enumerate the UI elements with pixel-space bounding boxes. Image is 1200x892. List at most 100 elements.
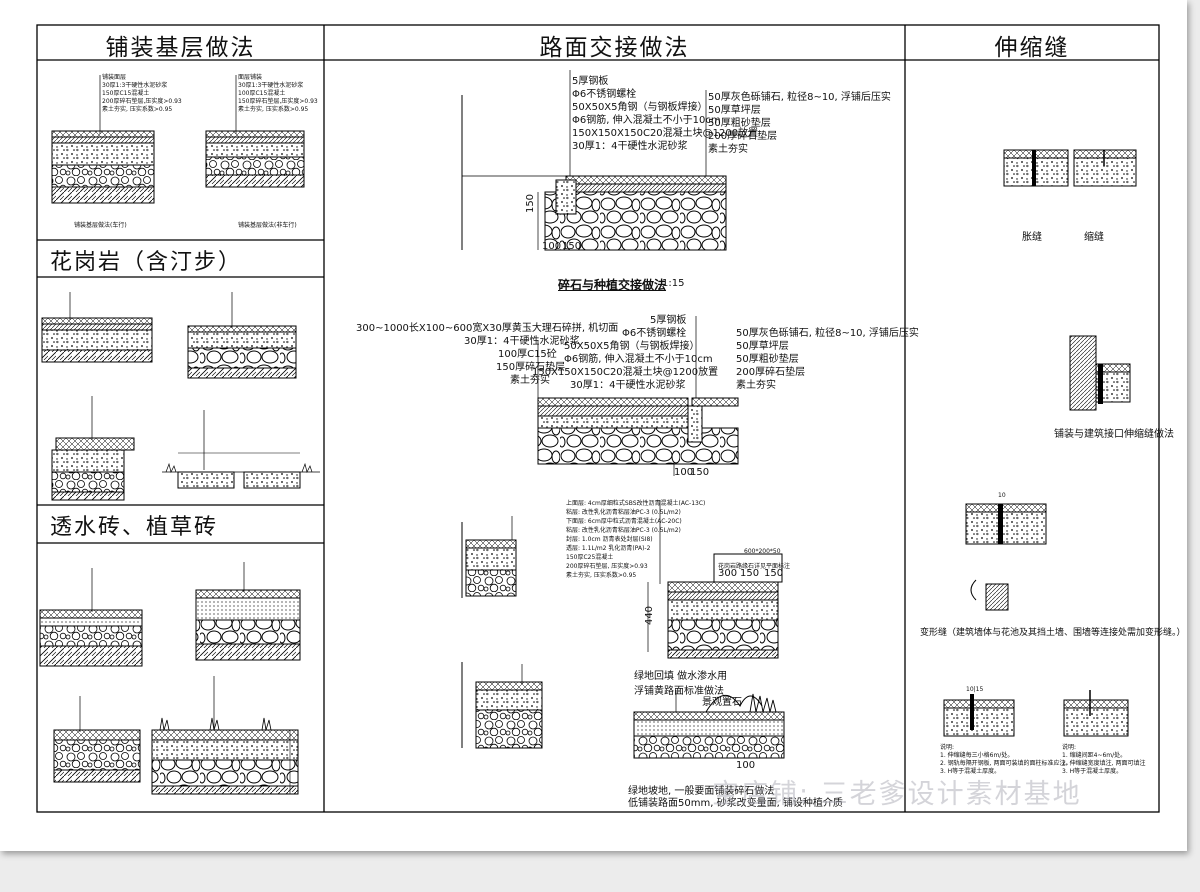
label-b-right-3: 200厚碎石垫层 xyxy=(736,367,806,378)
dim-c-box-top: 600*200*50 xyxy=(744,548,781,555)
detail-stepping-stone xyxy=(162,410,320,489)
label-base-right-1: 30厚1:3干硬性水泥砂浆 xyxy=(238,82,304,89)
detail-permeable-1 xyxy=(39,568,143,667)
detail-marble-planting xyxy=(537,316,739,476)
detail-permeable-2 xyxy=(195,562,301,661)
label-a-right-1: 50厚草坪层 xyxy=(708,105,761,116)
dim-c-2: 150 xyxy=(740,568,760,579)
label-base-right-0: 面层铺装 xyxy=(238,74,263,81)
label-b-right-1: 50厚草坪层 xyxy=(736,341,789,352)
dim-a-height: 150 xyxy=(525,193,537,214)
label-base-left-4: 素土夯实, 压实系数>0.95 xyxy=(102,106,173,113)
label-d-stone: 景观置石 xyxy=(702,697,742,708)
dim-d: 100 xyxy=(736,760,756,771)
label-b-right-4: 素土夯实 xyxy=(736,380,776,391)
label-a-left-3: Φ6钢筋, 伸入混凝土不小于10cm xyxy=(572,115,721,126)
dim-c-1: 300 xyxy=(718,568,738,579)
label-b-mid-0: 5厚钢板 xyxy=(650,315,687,326)
detail-green-edge xyxy=(461,662,543,749)
label-b-mid-5: 30厚1：4干硬性水泥砂浆 xyxy=(570,380,686,391)
section-title-granite: 花岗岩（含汀步） xyxy=(50,250,243,275)
dim-b-width-2: 150 xyxy=(690,467,710,478)
label-a-left-2: 50X50X5角钢（与钢板焊接） xyxy=(572,102,708,113)
detail-granite-3 xyxy=(51,396,135,501)
label-b-mid-4: 150X150X150C20混凝土块@1200放置 xyxy=(532,367,719,378)
detail-grass-brick-1 xyxy=(53,696,141,783)
label-c-2: 下面层: 6cm厚中粒式沥青混凝土(AC-20C) xyxy=(566,518,682,525)
label-c-6: 150厚C25混凝土 xyxy=(566,554,614,561)
label-d-1: 浮铺黄路面标准做法 xyxy=(634,686,724,697)
caption-base-vehicle: 铺装基层做法(车行) xyxy=(74,222,127,229)
note-left-1: 1. 伸缩缝每三小格6m/处。 xyxy=(940,752,1014,759)
label-base-left-2: 150厚C15混凝土 xyxy=(102,90,150,97)
dim-col3-10: 10 xyxy=(998,492,1006,499)
detail-joint-bottom-left xyxy=(943,694,1015,737)
label-b-left-0: 300~1000长X100~600宽X30厚黄玉大理石碎拼, 机切面 xyxy=(356,323,619,334)
label-c-7: 200厚碎石垫层, 压实度>0.93 xyxy=(566,563,648,570)
label-c-8: 素土夯实, 压实系数>0.95 xyxy=(566,572,637,579)
label-base-right-4: 素土夯实, 压实系数>0.95 xyxy=(238,106,309,113)
watermark: 宝店铺: 三老爹设计素材基地 xyxy=(712,779,1082,810)
note-left-0: 说明: xyxy=(940,744,955,751)
dim-a-width-2: 150 xyxy=(562,241,582,252)
caption-shrink: 缩缝 xyxy=(1084,232,1104,243)
label-b-left-4: 素土夯实 xyxy=(510,375,550,386)
label-c-1: 粘层: 改性乳化沥青粘层油PC-3 (0.5L/m2) xyxy=(566,509,681,516)
detail-granite-1 xyxy=(41,292,153,363)
dim-c-3: 150 xyxy=(764,568,784,579)
note-left-3: 3. H等于混凝土厚度。 xyxy=(940,768,1001,775)
detail-shrink-joint xyxy=(1073,149,1137,187)
label-c-5: 透层: 1.1L/m2 乳化沥青(PA)-2 xyxy=(566,545,651,552)
label-base-left-0: 铺装面层 xyxy=(102,74,127,81)
label-a-right-4: 素土夯实 xyxy=(708,144,748,155)
header-base-layers: 铺装基层做法 xyxy=(105,35,256,61)
detail-stone-planting xyxy=(633,690,785,759)
header-pavement-junction: 路面交接做法 xyxy=(539,35,690,61)
note-d-2: 低铺装路面50mm, 砂浆改变量面, 铺设种植介质 xyxy=(628,798,843,809)
detail-gravel-planting xyxy=(461,70,727,251)
label-c-3: 粘层: 改性乳化沥青粘层油PC-3 (0.5L/m2) xyxy=(566,527,681,534)
note-right-1: 1. 缩缝间距4~6m/处。 xyxy=(1062,752,1127,759)
label-b-left-1: 30厚1：4干硬性水泥砂浆 xyxy=(464,336,580,347)
detail-base-vehicle xyxy=(51,75,155,204)
dim-col3-1015: 10|15 xyxy=(966,686,984,693)
dim-b-width-1: 100 xyxy=(674,467,694,478)
label-c-0: 上面层: 4cm厚细粒式SBS改性沥青混凝土(AC-13C) xyxy=(566,500,706,507)
note-right-0: 说明: xyxy=(1062,744,1077,751)
label-c-4: 封层: 1.0cm 沥青表处封层(SI8) xyxy=(566,536,653,543)
drawing-frame xyxy=(36,24,1160,813)
label-a-left-0: 5厚钢板 xyxy=(572,76,609,87)
label-b-mid-1: Φ6不锈钢螺栓 xyxy=(622,328,687,339)
caption-deformation: 变形缝（建筑墙体与花池及其挡土墙、围墙等连接处需加变形缝。） xyxy=(920,628,1186,638)
note-left-2: 2. 钢轨每隔开钢板, 两面可装填的面柱标准应注。 xyxy=(940,760,1072,767)
label-base-left-3: 200厚碎石垫层,压实度>0.93 xyxy=(102,98,182,105)
label-base-right-3: 150厚碎石垫层,压实度>0.93 xyxy=(238,98,318,105)
dim-c-height: 440 xyxy=(644,605,656,626)
label-d-0: 绿地回填 做水渗水用 xyxy=(634,671,728,682)
label-a-left-5: 30厚1：4干硬性水泥砂浆 xyxy=(572,141,688,152)
detail-joint-bottom-right xyxy=(1063,690,1129,737)
label-a-left-1: Φ6不锈钢螺栓 xyxy=(572,89,637,100)
label-b-mid-2: 50X50X5角钢（与钢板焊接） xyxy=(564,341,700,352)
detail-grass-brick-2 xyxy=(151,676,299,795)
drawing-sheet: 铺装基层做法 路面交接做法 伸缩缝 花岗岩（含汀步） 透水砖、植草砖 铺装面层 … xyxy=(0,0,1187,851)
label-b-left-2: 100厚C15砼 xyxy=(498,349,557,360)
label-base-left-1: 30厚1:3干硬性水泥砂浆 xyxy=(102,82,168,89)
label-a-right-0: 50厚灰色砾铺石, 粒径8~10, 浮铺后压实 xyxy=(708,92,891,103)
caption-base-pedestrian: 铺装基层做法(非车行) xyxy=(238,222,297,229)
label-a-left-4: 150X150X150C20混凝土块@1200放置 xyxy=(572,128,759,139)
label-b-right-0: 50厚灰色砾铺石, 粒径8~10, 浮铺后压实 xyxy=(736,328,919,339)
label-a-right-2: 50厚粗砂垫层 xyxy=(708,118,771,129)
label-a-right-3: 200厚碎石垫层 xyxy=(708,131,778,142)
label-b-left-3: 150厚碎石垫层 xyxy=(496,362,566,373)
detail-granite-2 xyxy=(187,292,297,379)
caption-building-joint: 铺装与建筑接口伸缩缝做法 xyxy=(1054,429,1174,440)
note-right-3: 3. H等于混凝土厚度。 xyxy=(1062,768,1123,775)
detail-base-pedestrian xyxy=(205,75,305,188)
detail-building-joint xyxy=(1069,335,1131,411)
note-d-1: 绿地坡地, 一般要面铺装碎石做法 xyxy=(628,786,775,797)
detail-curb-small xyxy=(461,516,517,598)
label-b-mid-3: Φ6钢筋, 伸入混凝土不小于10cm xyxy=(564,354,713,365)
caption-gravel-planting: 碎石与种植交接做法 xyxy=(558,278,667,292)
dim-a-width-1: 100 xyxy=(542,241,562,252)
